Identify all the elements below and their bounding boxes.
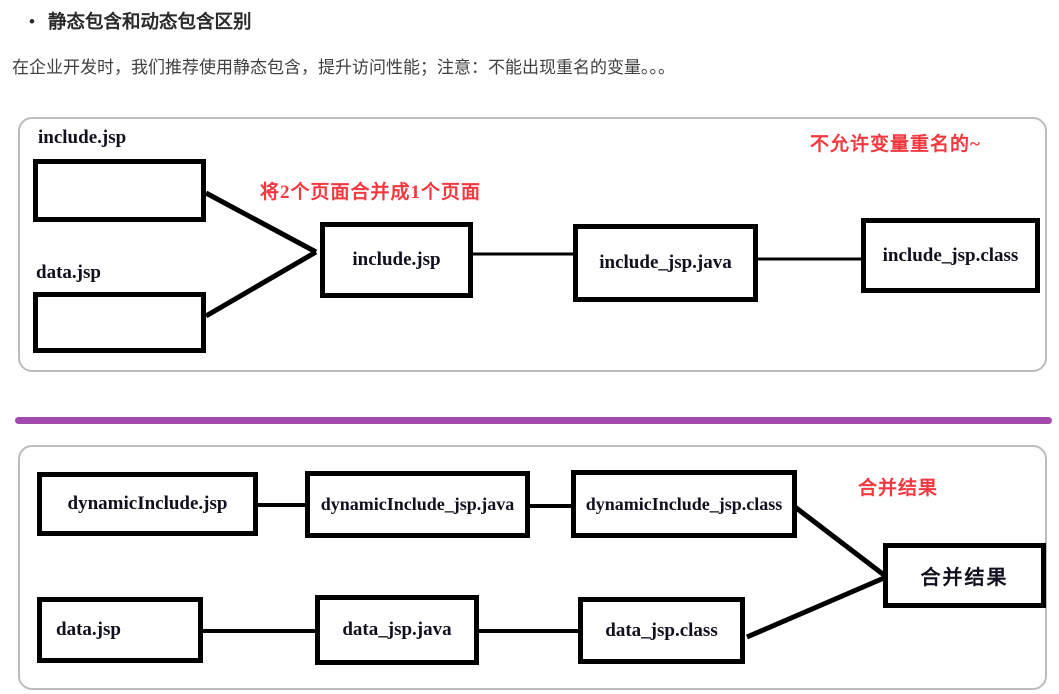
dynamic-jsp-box: dynamicInclude.jsp — [37, 472, 258, 536]
dynamic-java-box: dynamicInclude_jsp.java — [305, 471, 530, 538]
class-file-box: include_jsp.class — [861, 218, 1040, 293]
java-file-box: include_jsp.java — [573, 224, 758, 302]
warning-note: 不允许变量重名的~ — [810, 134, 981, 155]
static-connector-lines — [204, 190, 863, 319]
bullet-icon: • — [29, 12, 35, 31]
section-title: 静态包含和动态包含区别 — [47, 11, 252, 32]
dynamic-connector-lines — [203, 503, 886, 640]
data-java-box: data_jsp.java — [315, 595, 479, 665]
data-class-box: data_jsp.class — [578, 597, 745, 664]
data-jsp-box: data.jsp — [37, 597, 203, 663]
intro-paragraph: 在企业开发时，我们推荐使用静态包含，提升访问性能；注意：不能出现重名的变量。。。 — [12, 58, 675, 77]
result-note: 合并结果 — [858, 478, 939, 499]
dynamic-class-box: dynamicInclude_jsp.class — [571, 470, 797, 538]
merged-jsp-box: include.jsp — [320, 222, 473, 298]
source-bottom-label: data.jsp — [36, 262, 101, 283]
source-top-box — [33, 159, 206, 222]
purple-divider — [15, 417, 1052, 424]
source-bottom-box — [33, 292, 206, 353]
merge-note: 将2个页面合并成1个页面 — [260, 182, 482, 203]
static-include-panel: include.jsp data.jsp 将2个页面合并成1个页面 不允许变量重… — [18, 117, 1047, 372]
dynamic-include-panel: dynamicInclude.jsp dynamicInclude_jsp.ja… — [18, 445, 1047, 690]
section-heading: • 静态包含和动态包含区别 — [29, 11, 251, 33]
merge-result-box: 合并结果 — [883, 543, 1046, 608]
source-top-label: include.jsp — [38, 127, 127, 148]
